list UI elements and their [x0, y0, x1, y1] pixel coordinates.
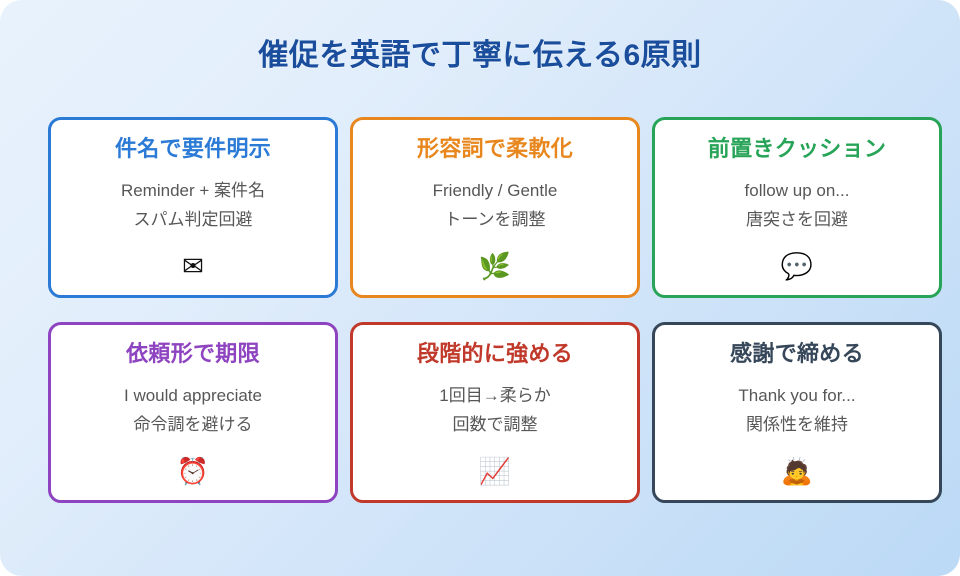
envelope-icon: ✉	[182, 252, 204, 282]
card-body: follow up on... 唐突さを回避	[745, 176, 850, 234]
principle-card-5: 段階的に強める 1回目→柔らか 回数で調整 📈	[350, 322, 640, 503]
card-title: 前置きクッション	[707, 136, 887, 161]
speech-balloon-icon: 💬	[780, 252, 814, 282]
card-body: 1回目→柔らか 回数で調整	[439, 381, 550, 439]
card-line-1: Thank you for...	[738, 386, 856, 406]
principle-card-3: 前置きクッション follow up on... 唐突さを回避 💬	[652, 117, 942, 298]
card-title: 依頼形で期限	[126, 341, 260, 366]
principle-card-2: 形容詞で柔軟化 Friendly / Gentle トーンを調整 🌿	[350, 117, 640, 298]
chart-increasing-icon: 📈	[478, 457, 512, 487]
card-line-1: follow up on...	[744, 181, 850, 201]
card-body: Thank you for... 関係性を維持	[738, 381, 855, 439]
card-body: Reminder + 案件名 スパム判定回避	[121, 176, 265, 234]
card-line-2: 関係性を維持	[746, 415, 848, 435]
card-line-1: Friendly / Gentle	[432, 181, 558, 201]
person-bowing-icon: 🙇	[780, 457, 814, 487]
card-line-2: トーンを調整	[444, 210, 546, 230]
card-line-2: 回数で調整	[452, 415, 538, 435]
herb-icon: 🌿	[478, 252, 512, 282]
card-body: Friendly / Gentle トーンを調整	[433, 176, 558, 234]
card-body: I would appreciate 命令調を避ける	[124, 381, 262, 439]
principle-card-4: 依頼形で期限 I would appreciate 命令調を避ける ⏰	[48, 322, 338, 503]
card-title: 形容詞で柔軟化	[416, 136, 574, 161]
card-line-1: Reminder + 案件名	[120, 181, 266, 201]
card-line-2: 命令調を避ける	[133, 415, 253, 435]
card-line-1: 1回目→柔らか	[439, 386, 551, 406]
card-line-2: 唐突さを回避	[746, 210, 848, 230]
card-line-1: I would appreciate	[124, 386, 262, 406]
card-line-2: スパム判定回避	[133, 210, 253, 230]
page-title: 催促を英語で丁寧に伝える6原則	[258, 39, 702, 72]
card-title: 段階的に強める	[416, 341, 574, 366]
principle-card-6: 感謝で締める Thank you for... 関係性を維持 🙇	[652, 322, 942, 503]
principles-grid: 件名で要件明示 Reminder + 案件名 スパム判定回避 ✉ 形容詞で柔軟化…	[48, 117, 942, 503]
card-title: 感謝で締める	[730, 341, 864, 366]
card-title: 件名で要件明示	[114, 136, 272, 161]
alarm-clock-icon: ⏰	[176, 457, 210, 487]
principle-card-1: 件名で要件明示 Reminder + 案件名 スパム判定回避 ✉	[48, 117, 338, 298]
